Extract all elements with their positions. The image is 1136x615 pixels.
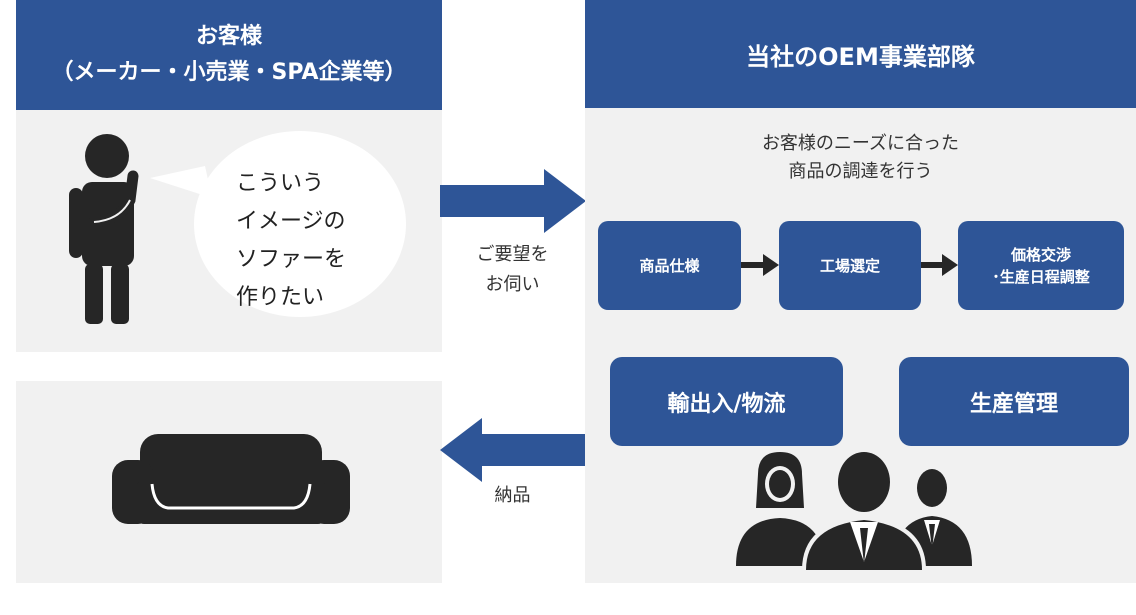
process-step-label: 工場選定 [819, 256, 880, 275]
speech-line: ソファーを [236, 247, 347, 272]
speech-line: イメージの [236, 209, 346, 234]
process-step-product-spec: 商品仕様 [598, 221, 741, 310]
request-label: ご要望を お伺い [445, 240, 580, 300]
customer-title: お客様 [195, 24, 262, 49]
logistics-box: 輸出入/物流 [610, 357, 843, 446]
request-label-line: お伺い [485, 274, 540, 295]
thinking-person-icon [69, 134, 139, 324]
request-label-line: ご要望を [476, 244, 549, 265]
oem-description-line: 商品の調達を行う [788, 161, 933, 182]
process-step-label: 商品仕様 [639, 256, 700, 275]
oem-header: 当社のOEM事業部隊 [585, 0, 1136, 108]
delivery-label: 納品 [494, 485, 531, 506]
process-arrow-icon [921, 254, 958, 276]
process-step-label: ･生産日程調整 [992, 267, 1090, 286]
speech-line: 作りたい [236, 285, 325, 310]
speech-bubble-text: こういう イメージの ソファーを 作りたい [236, 165, 346, 317]
customer-subtitle: （メーカー・小売業・SPA企業等） [51, 60, 407, 85]
business-team-icon [736, 450, 972, 570]
oem-description-line: お客様のニーズに合った [761, 133, 960, 154]
arrow-right-icon [440, 169, 586, 233]
production-management-box: 生産管理 [899, 357, 1129, 446]
oem-description: お客様のニーズに合った 商品の調達を行う [585, 130, 1136, 186]
process-step-label: 価格交渉 [1010, 245, 1071, 264]
process-step-factory-selection: 工場選定 [779, 221, 921, 310]
arrow-left-icon [440, 418, 586, 482]
customer-header: お客様 （メーカー・小売業・SPA企業等） [16, 0, 442, 110]
sofa-icon [112, 434, 350, 524]
process-step-price-negotiation: 価格交渉 ･生産日程調整 [958, 221, 1124, 310]
process-arrow-icon [741, 254, 779, 276]
speech-line: こういう [236, 171, 325, 196]
speech-bubble [150, 131, 406, 317]
